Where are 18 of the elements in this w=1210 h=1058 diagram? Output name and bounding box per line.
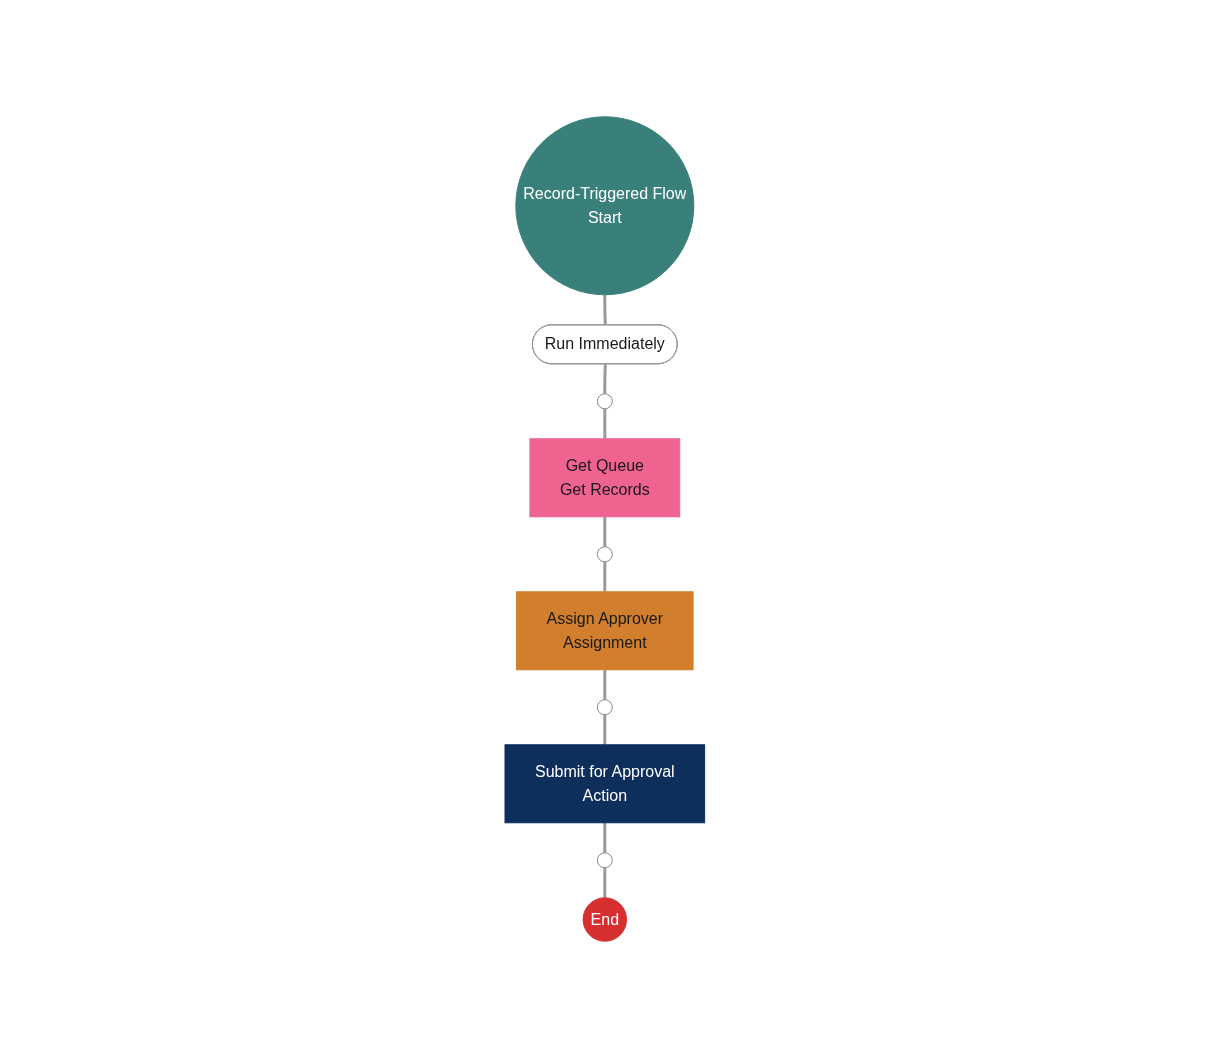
- node-circle: Record-Triggered Flow Start: [515, 116, 695, 296]
- connector: [603, 822, 607, 853]
- node-box: Assign Approver Assignment: [516, 591, 694, 671]
- node-circle: [597, 699, 613, 716]
- connector: [603, 364, 607, 394]
- connector: [603, 714, 607, 745]
- node-circle: [597, 852, 613, 869]
- connector: [603, 294, 607, 326]
- connector: [603, 669, 607, 700]
- node-circle: [597, 546, 613, 563]
- node-circle: End: [582, 897, 628, 942]
- connector: [603, 561, 607, 592]
- node-box: Submit for Approval Action: [504, 744, 706, 824]
- connector: [603, 867, 607, 898]
- node-circle: [597, 393, 613, 410]
- node-box: Get Queue Get Records: [529, 438, 681, 518]
- connector: [603, 516, 607, 547]
- connector: [603, 408, 607, 439]
